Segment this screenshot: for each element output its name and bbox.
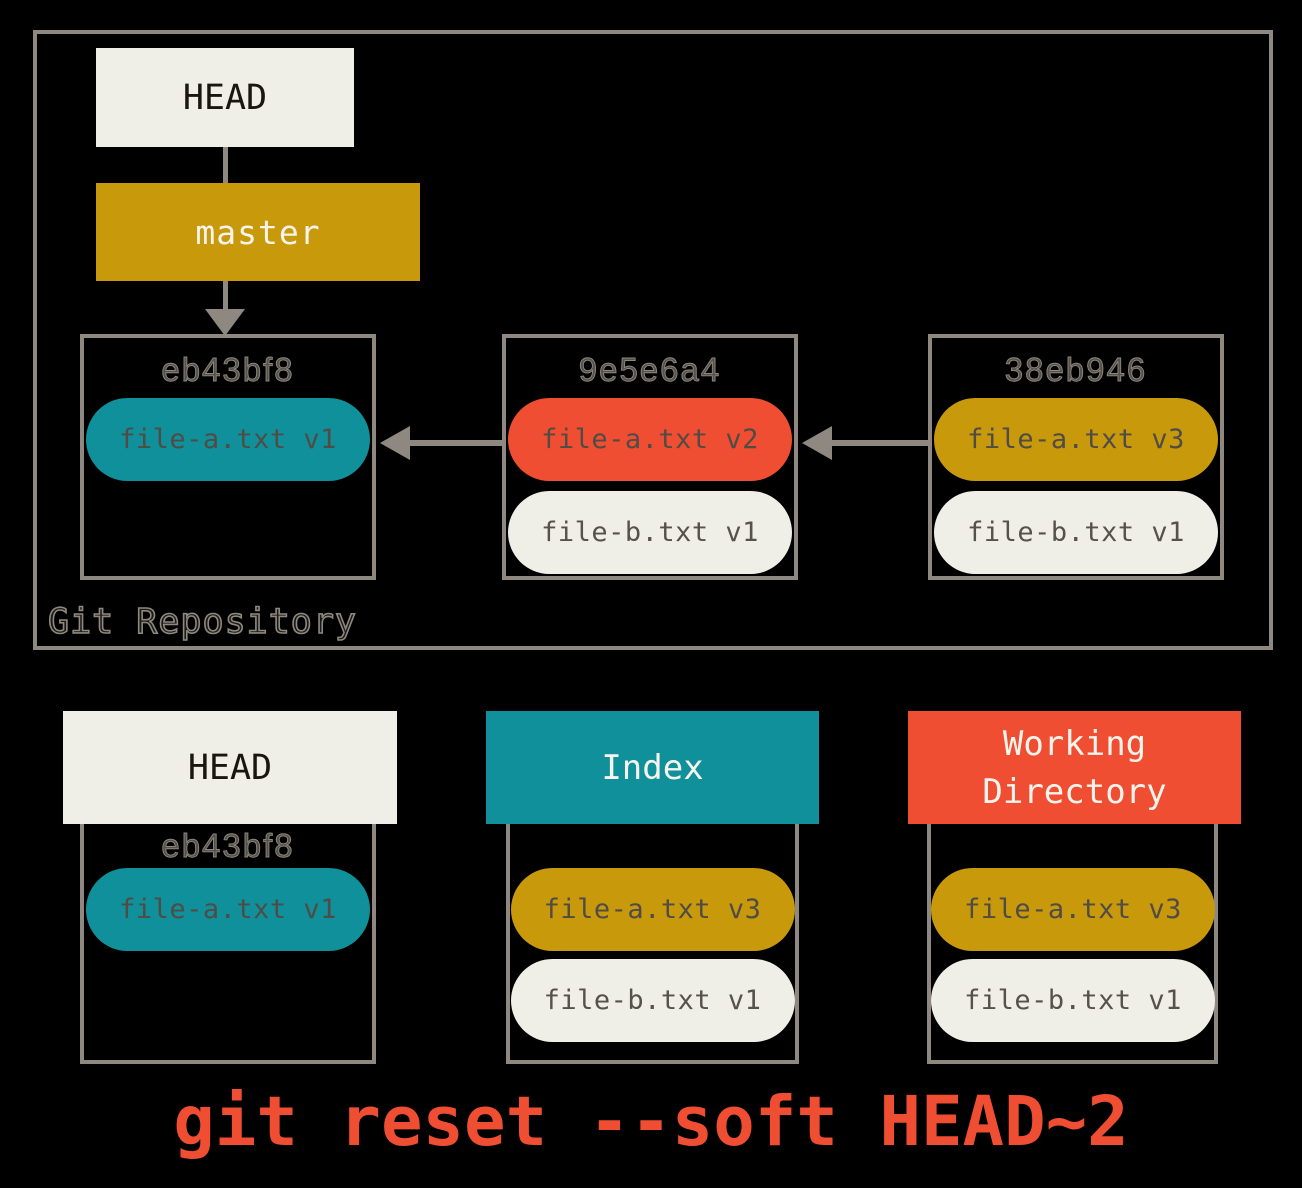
arrow-down-icon	[205, 309, 245, 336]
hash-spacer	[931, 824, 1214, 868]
git-repository-caption: Git Repository	[47, 601, 358, 643]
commit-hash: eb43bf8	[161, 351, 295, 389]
file-pill: file-a.txt v3	[510, 868, 795, 951]
file-pill: file-a.txt v1	[86, 398, 370, 481]
file-pill: file-a.txt v1	[86, 868, 370, 951]
index-area-body: file-a.txt v3 file-b.txt v1	[506, 824, 799, 1064]
master-branch-box: master	[96, 183, 420, 281]
file-pill: file-b.txt v1	[931, 959, 1215, 1042]
file-pill: file-a.txt v2	[508, 398, 792, 481]
git-repository-box	[33, 30, 1273, 650]
file-pill: file-b.txt v1	[510, 959, 795, 1042]
working-directory-area-header: Working Directory	[908, 711, 1241, 824]
commit-box-9e5e6a4: 9e5e6a4 file-a.txt v2 file-b.txt v1	[502, 334, 798, 580]
head-ref-box: HEAD	[96, 48, 354, 147]
arrow-left-icon	[380, 426, 410, 460]
file-pill: file-b.txt v1	[934, 491, 1218, 574]
index-area-header: Index	[486, 711, 819, 824]
commit-hash: 9e5e6a4	[578, 351, 722, 389]
area-title: Working Directory	[982, 723, 1167, 812]
file-pill: file-b.txt v1	[508, 491, 792, 574]
file-pill: file-a.txt v3	[934, 398, 1218, 481]
arrow-left-icon	[802, 426, 832, 460]
head-to-master-connector	[223, 147, 228, 183]
commit-parent-arrow-shaft	[407, 440, 504, 446]
area-title: HEAD	[187, 747, 273, 788]
area-title: Index	[601, 747, 704, 788]
master-to-commit-connector	[223, 281, 228, 311]
head-ref-label: HEAD	[182, 77, 268, 118]
reset-command-text: git reset --soft HEAD~2	[173, 1082, 1129, 1162]
file-pill-label: file-b.txt v1	[964, 985, 1182, 1016]
commit-box-eb43bf8: eb43bf8 file-a.txt v1	[80, 334, 376, 580]
file-pill-label: file-b.txt v1	[543, 985, 762, 1016]
file-pill: file-a.txt v3	[931, 868, 1215, 951]
head-area-header: HEAD	[63, 711, 397, 824]
file-pill-label: file-a.txt v2	[541, 424, 759, 455]
file-pill-label: file-a.txt v1	[119, 424, 337, 455]
file-pill-label: file-b.txt v1	[967, 517, 1185, 548]
file-pill-label: file-a.txt v3	[967, 424, 1185, 455]
file-pill-label: file-a.txt v3	[964, 894, 1182, 925]
commit-hash: eb43bf8	[161, 827, 295, 865]
file-pill-label: file-a.txt v3	[543, 894, 762, 925]
hash-spacer	[510, 824, 795, 868]
head-area-body: eb43bf8 file-a.txt v1	[80, 824, 376, 1064]
commit-box-38eb946: 38eb946 file-a.txt v3 file-b.txt v1	[928, 334, 1224, 580]
commit-parent-arrow-shaft	[829, 440, 930, 446]
file-pill-label: file-b.txt v1	[541, 517, 759, 548]
working-directory-area-body: file-a.txt v3 file-b.txt v1	[927, 824, 1218, 1064]
file-pill-label: file-a.txt v1	[119, 894, 337, 925]
commit-hash: 38eb946	[1004, 351, 1148, 389]
master-branch-label: master	[195, 212, 321, 252]
